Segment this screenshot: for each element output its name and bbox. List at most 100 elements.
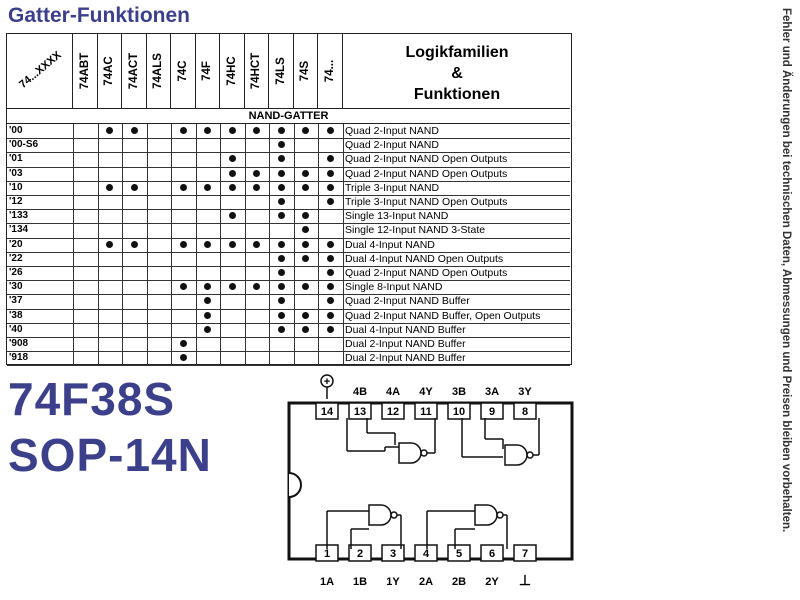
pin-label: 4A <box>386 386 400 398</box>
row-code: '133 <box>9 210 29 222</box>
support-dot <box>204 183 212 191</box>
pin-label: 4B <box>353 386 367 398</box>
row-description: Dual 2-Input NAND Buffer <box>345 352 466 365</box>
support-dot <box>277 127 285 134</box>
support-dot <box>277 311 285 319</box>
pin-label: 3B <box>452 386 466 398</box>
row-description: Dual 2-Input NAND Buffer <box>345 338 466 350</box>
table-row: '22 Dual 4-Input NAND Open Outputs <box>7 252 570 267</box>
row-description: Single 12-Input NAND 3-State <box>345 224 486 237</box>
corner-cell: 74...XXXX <box>7 34 73 108</box>
grid-line <box>73 124 74 366</box>
family-column-4: 74C <box>171 34 196 108</box>
family-label: 74ALS <box>152 53 165 89</box>
pin-number: 9 <box>489 406 495 418</box>
pin-number: 11 <box>420 406 432 418</box>
support-dot <box>228 283 236 291</box>
support-dot <box>277 283 285 291</box>
grid-line <box>122 124 123 366</box>
pin-number: 10 <box>453 406 465 418</box>
package-body <box>287 401 574 561</box>
support-dot <box>106 240 114 248</box>
support-dot <box>130 240 138 248</box>
pin-label: 2B <box>452 576 466 588</box>
support-dot <box>253 283 261 291</box>
support-dot <box>277 325 285 333</box>
row-code: '22 <box>9 252 23 264</box>
support-dot <box>106 127 114 134</box>
row-code: '03 <box>9 167 23 179</box>
row-description: Dual 4-Input NAND Open Outputs <box>345 252 504 265</box>
grid-line <box>318 124 319 366</box>
support-dot <box>302 212 310 220</box>
family-label: 74S <box>299 60 312 82</box>
disclaimer-side-note: Fehler und Änderungen bei technischen Da… <box>780 8 792 533</box>
row-code: '00-S6 <box>9 139 39 151</box>
support-dot <box>326 183 334 191</box>
row-description: Single 13-Input NAND <box>345 210 449 223</box>
support-dot <box>326 325 334 333</box>
support-dot <box>204 311 212 319</box>
support-dot <box>326 127 334 134</box>
row-code: '134 <box>9 224 29 236</box>
support-dot <box>106 183 114 191</box>
row-code: '918 <box>9 352 29 364</box>
support-dot <box>326 269 334 276</box>
pin-label: 4Y <box>419 386 433 398</box>
support-dot <box>277 297 285 305</box>
pin-number: 13 <box>354 406 366 418</box>
pin-label: 2A <box>419 576 433 588</box>
support-dot <box>204 297 212 305</box>
row-description: Single 8-Input NAND <box>345 281 443 294</box>
support-dot <box>302 226 310 234</box>
pin-13 <box>348 402 372 420</box>
support-dot <box>204 240 212 248</box>
family-column-10: 74... <box>318 34 343 108</box>
support-dot <box>179 340 187 347</box>
support-dot <box>326 311 334 319</box>
table-row: '918 Dual 2-Input NAND Buffer <box>7 351 570 367</box>
pin-number: 5 <box>456 548 462 560</box>
support-dot <box>326 297 334 305</box>
support-dot <box>326 198 334 205</box>
row-description: Quad 2-Input NAND Open Outputs <box>345 153 508 166</box>
header-right: Logikfamilien & Funktionen <box>347 42 567 105</box>
grid-line <box>244 124 246 366</box>
pin-label: 3Y <box>518 386 532 398</box>
gnd-symbol: ⊥ <box>519 572 531 588</box>
pin-11 <box>414 402 438 420</box>
support-dot <box>228 212 236 220</box>
support-dot <box>204 283 212 291</box>
support-dot <box>326 283 334 291</box>
pin-9 <box>480 402 504 420</box>
support-dot <box>277 240 285 248</box>
support-dot <box>228 155 236 163</box>
pin-label: 3A <box>485 386 499 398</box>
row-code: '30 <box>9 281 23 293</box>
pin-number: 6 <box>489 548 495 560</box>
row-code: '38 <box>9 309 23 321</box>
internal-gates <box>326 418 540 549</box>
support-dot <box>130 183 138 191</box>
pin-number: 14 <box>321 406 334 418</box>
support-dot <box>302 240 310 248</box>
pin-10 <box>447 402 471 420</box>
support-dot <box>302 283 310 291</box>
page-title: Gatter-Funktionen <box>8 4 190 27</box>
package-type: SOP-14N <box>8 429 212 481</box>
header-right-line1: Logikfamilien <box>405 44 509 61</box>
support-dot <box>228 183 236 191</box>
grid-line <box>97 124 99 366</box>
header-right-line2: & <box>451 65 463 82</box>
support-dot <box>277 198 285 205</box>
row-description: Quad 2-Input NAND <box>345 125 439 137</box>
grid-line <box>293 124 295 366</box>
